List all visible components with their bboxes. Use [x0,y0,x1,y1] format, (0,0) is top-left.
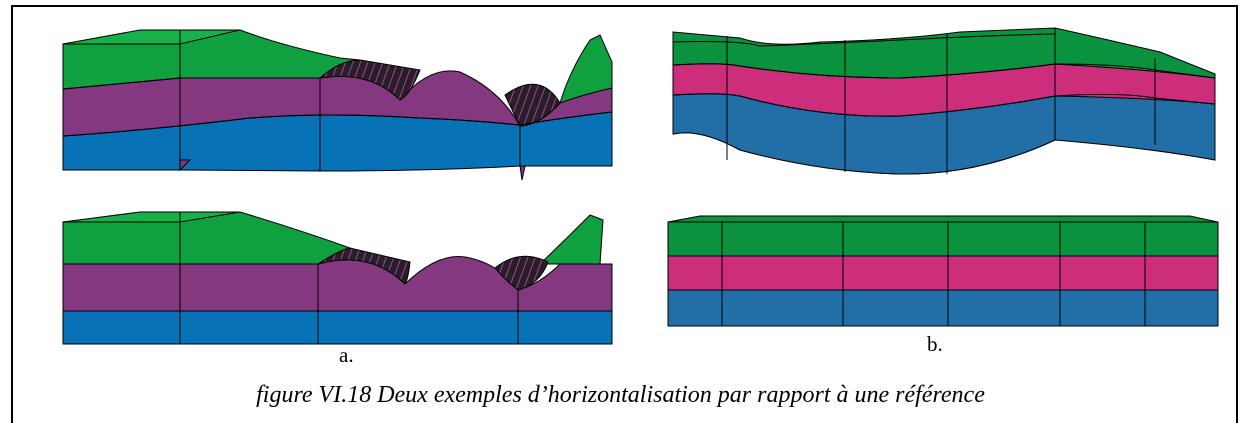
panel-a-bottom [62,211,613,345]
panel-a-bottom-green-hill [538,214,604,265]
panel-a-bottom-hatch-right [494,255,549,291]
panel-a-label: a. [339,343,354,367]
panel-b-bottom-pink-layer [667,255,1219,291]
figure-caption: figure VI.18 Deux exemples d’horizontali… [256,382,985,408]
panel-b-top [672,27,1216,175]
panel-a-top-green-hill [559,34,613,104]
panel-a-bottom-hatch-left [317,247,411,285]
panel-b-bottom-blue-layer [667,289,1219,327]
panel-a-bottom-green-top [62,211,241,223]
panel-a-top-hatch-left [318,59,421,101]
panel-a-bottom-blue-layer [62,310,613,345]
panel-b-label: b. [927,332,943,356]
panel-a-top-hatch-right [504,83,561,127]
panel-b-bottom [667,215,1219,327]
panel-a-top-green-top [62,29,241,45]
figure-frame [11,5,1238,423]
panel-a-top [62,29,613,181]
